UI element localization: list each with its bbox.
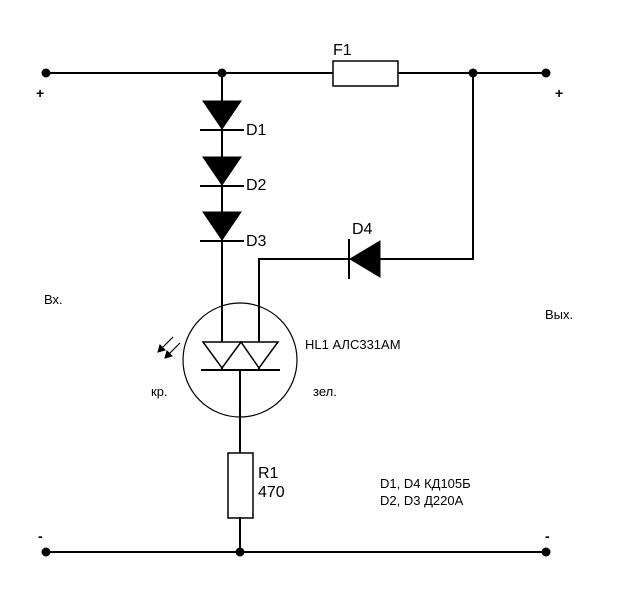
label-d4: D4 (352, 221, 373, 238)
led-red-anode (201, 341, 243, 370)
label-input: Вх. (44, 292, 63, 307)
diode-d2 (200, 156, 244, 187)
terminal-in-plus (41, 68, 51, 78)
label-green: зел. (313, 384, 337, 399)
diode-d4 (348, 239, 381, 279)
label-plus-left: + (36, 85, 44, 101)
led-green-anode (239, 341, 280, 370)
note-line-1: D1, D4 КД105Б (380, 476, 471, 491)
terminal-in-minus (41, 547, 51, 557)
label-r1-value: 470 (258, 484, 285, 501)
label-minus-right: - (545, 528, 550, 544)
resistor-r1 (227, 452, 254, 519)
terminal-out-plus (541, 68, 551, 78)
label-led: HL1 АЛС331АМ (305, 337, 401, 352)
label-r1-name: R1 (258, 465, 279, 482)
diode-d3 (200, 211, 244, 242)
diode-d1 (200, 100, 244, 131)
note-line-2: D2, D3 Д220А (380, 493, 464, 508)
light-arrows-icon (157, 336, 181, 359)
label-output: Вых. (545, 307, 573, 322)
label-red: кр. (151, 384, 168, 399)
label-plus-right: + (555, 85, 563, 101)
label-minus-left: - (38, 528, 43, 544)
label-d3: D3 (246, 233, 267, 250)
label-d2: D2 (246, 177, 267, 194)
label-fuse: F1 (333, 42, 352, 59)
label-d1: D1 (246, 122, 267, 139)
fuse-f1 (332, 60, 399, 87)
terminal-out-minus (541, 547, 551, 557)
